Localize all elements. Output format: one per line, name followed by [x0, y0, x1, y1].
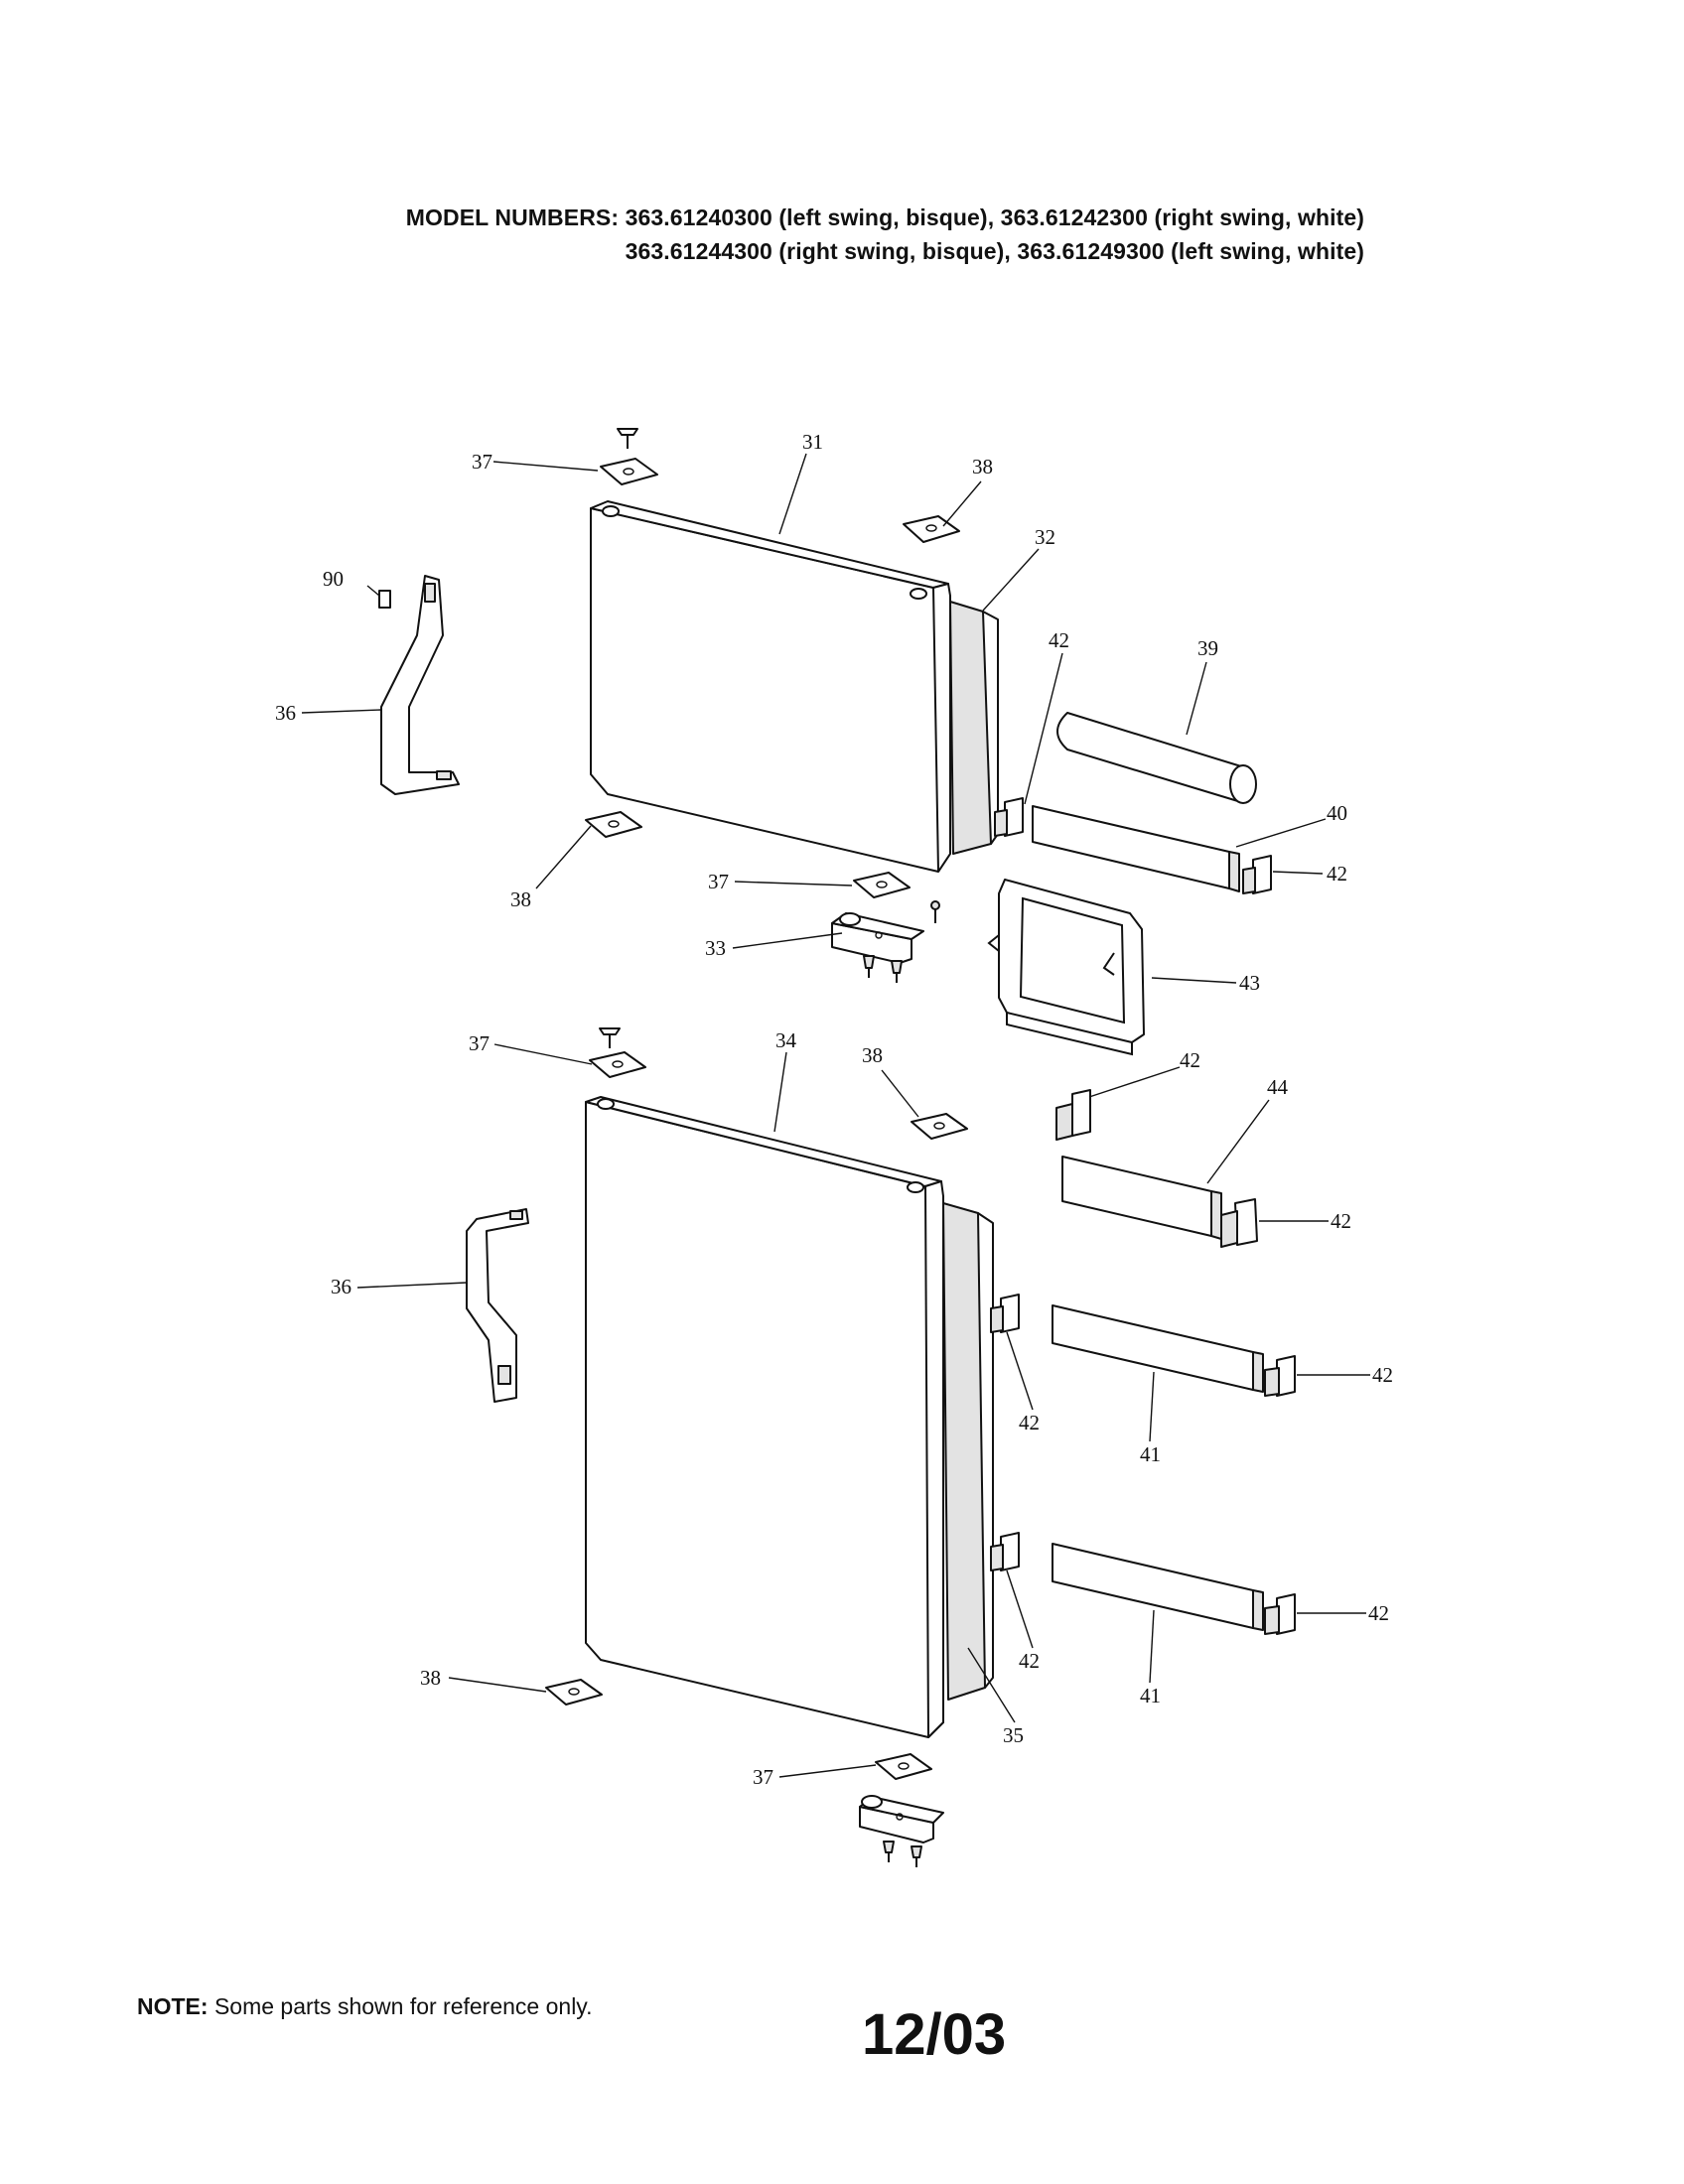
callout-41: 41	[1140, 1684, 1161, 1707]
door-bar-41-lower	[1052, 1543, 1264, 1631]
callout-42: 42	[1049, 628, 1069, 652]
callout-37: 37	[472, 450, 492, 474]
callout-42: 42	[1327, 862, 1347, 886]
callout-31: 31	[802, 430, 823, 454]
bar-retainer-clips	[990, 797, 1296, 1635]
model-numbers-label: MODEL NUMBERS:	[405, 205, 620, 230]
callout-42: 42	[1331, 1209, 1351, 1233]
door-bar-41-upper	[1052, 1304, 1264, 1393]
callout-38: 38	[510, 887, 531, 911]
callout-38: 38	[972, 455, 993, 478]
model-numbers-header: MODEL NUMBERS: 363.61240300 (left swing,…	[406, 201, 1364, 268]
callout-36: 36	[331, 1275, 351, 1298]
callout-41: 41	[1140, 1442, 1161, 1466]
callout-40: 40	[1327, 801, 1347, 825]
callout-36: 36	[275, 701, 296, 725]
door-bar-40	[1032, 805, 1240, 892]
callout-35: 35	[1003, 1723, 1024, 1747]
callout-90: 90	[323, 567, 344, 591]
fresh-food-handle	[466, 1208, 529, 1403]
freezer-handle	[380, 575, 460, 795]
callout-33: 33	[705, 936, 726, 960]
callout-37: 37	[708, 870, 729, 893]
callout-34: 34	[775, 1028, 797, 1052]
callout-38: 38	[862, 1043, 883, 1067]
hinge-screws-top	[599, 428, 638, 1048]
model-numbers-text-1: 363.61240300 (left swing, bisque), 363.6…	[625, 205, 1364, 230]
callout-42: 42	[1019, 1649, 1040, 1673]
handle-plug	[378, 590, 391, 609]
callout-labels: 37 31 38 32 90 42 39 36 40 42 38 37 33 4…	[275, 430, 1393, 1789]
reference-note: NOTE: Some parts shown for reference onl…	[137, 1993, 593, 2020]
bottom-hinge	[859, 1795, 944, 1867]
door-bar-44	[1061, 1156, 1222, 1240]
dairy-cover-39	[1056, 712, 1257, 804]
callout-38: 38	[420, 1666, 441, 1690]
center-hinge	[831, 900, 940, 983]
fresh-food-door	[585, 1096, 994, 1738]
callout-42: 42	[1368, 1601, 1389, 1625]
note-text: Some parts shown for reference only.	[213, 1993, 593, 2019]
leader-lines	[301, 453, 1370, 1778]
page-code: 12/03	[862, 2002, 1007, 2067]
callout-39: 39	[1197, 636, 1218, 660]
hinge-pads	[545, 458, 968, 1780]
freezer-shelf	[987, 879, 1145, 1056]
callout-44: 44	[1267, 1075, 1289, 1099]
model-numbers-line-2: 363.61244300 (right swing, bisque), 363.…	[625, 238, 1364, 264]
callout-37: 37	[469, 1031, 490, 1055]
model-numbers-line-1: MODEL NUMBERS: 363.61240300 (left swing,…	[406, 201, 1364, 234]
freezer-door	[590, 500, 999, 873]
callout-42: 42	[1019, 1411, 1040, 1434]
callout-42: 42	[1372, 1363, 1393, 1387]
callout-43: 43	[1239, 971, 1260, 995]
callout-37: 37	[753, 1765, 773, 1789]
callout-42: 42	[1180, 1048, 1200, 1072]
callout-32: 32	[1035, 525, 1055, 549]
note-label: NOTE:	[137, 1993, 209, 2019]
